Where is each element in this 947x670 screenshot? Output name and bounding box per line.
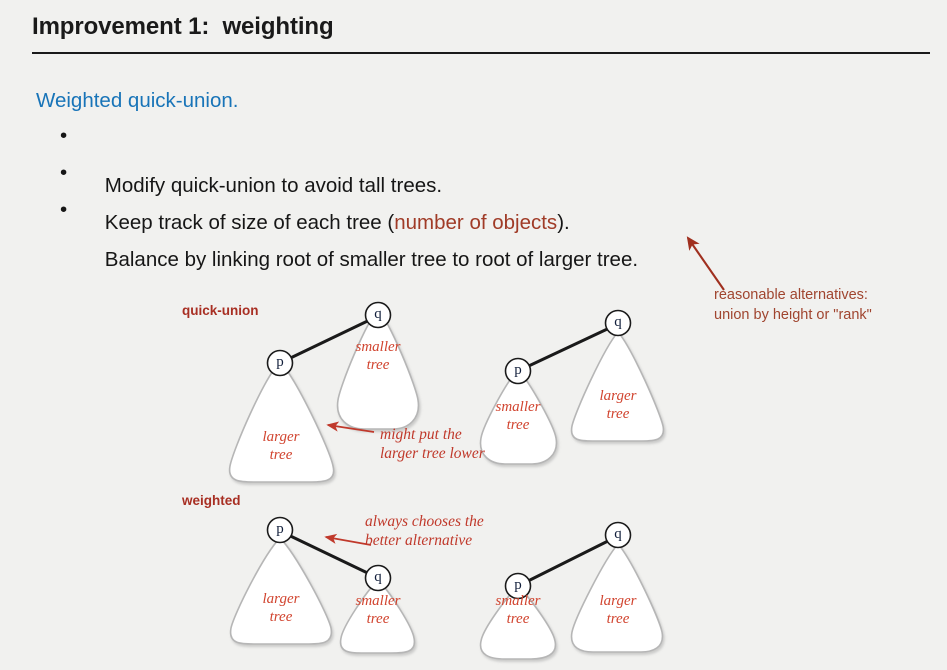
list-item-text: Balance by linking root of smaller tree …	[105, 248, 638, 272]
node-label-q: q	[614, 314, 622, 330]
section-label-weighted: weighted	[182, 493, 241, 508]
edge-p-q	[517, 534, 619, 588]
title-divider	[32, 52, 930, 54]
lead-statement: Weighted quick-union.	[36, 89, 239, 112]
tree-label-smaller: smaller tree	[495, 399, 541, 433]
tree-label-larger: larger tree	[599, 388, 637, 422]
edge-p-q	[517, 322, 619, 373]
bullet-marker-icon: •	[60, 198, 68, 221]
edge-p-q	[279, 529, 379, 580]
list-item: • Balance by linking root of smaller tre…	[60, 198, 638, 296]
list-item: • Keep track of size of each tree (numbe…	[60, 161, 570, 259]
tree-label-smaller: smaller tree	[355, 339, 401, 373]
list-item-text: Modify quick-union to avoid tall trees.	[105, 174, 442, 198]
node-label-q: q	[374, 569, 382, 585]
node-label-q: q	[374, 306, 382, 322]
tree-label-smaller: smaller tree	[355, 593, 401, 627]
list-item-text-pre: Keep track of size of each tree (	[104, 211, 395, 234]
node-label-p: p	[514, 362, 522, 378]
list-item-text-pre: Modify quick-union to avoid tall trees.	[104, 174, 443, 197]
page-title: Improvement 1: weighting	[32, 13, 334, 40]
might-put-arrow-icon	[326, 421, 375, 433]
tree-shape-larger	[228, 360, 335, 483]
node-label-p: p	[514, 577, 522, 593]
list-item-text-pre: Balance by linking root of smaller tree …	[104, 248, 639, 271]
always-chooses-note: always chooses the better alternative	[365, 513, 484, 549]
list-item-text-post: ).	[557, 211, 570, 234]
node-label-p: p	[276, 354, 284, 370]
list-item-text-accent: number of objects	[394, 211, 558, 234]
list-item-text: Keep track of size of each tree (number …	[105, 211, 570, 235]
tree-label-larger: larger tree	[599, 593, 637, 627]
node-label-p: p	[276, 521, 284, 537]
alternatives-note: reasonable alternatives: union by height…	[714, 287, 872, 323]
bullet-marker-icon: •	[60, 161, 68, 184]
tree-label-larger: larger tree	[262, 591, 300, 625]
tree-label-larger: larger tree	[262, 429, 300, 463]
tree-label-smaller: smaller tree	[495, 593, 541, 627]
list-item: • Modify quick-union to avoid tall trees…	[60, 124, 442, 222]
section-label-quick-union: quick-union	[182, 303, 259, 318]
might-put-note: might put the larger tree lower	[380, 426, 485, 462]
bullet-marker-icon: •	[60, 124, 68, 147]
node-label-q: q	[614, 526, 622, 542]
